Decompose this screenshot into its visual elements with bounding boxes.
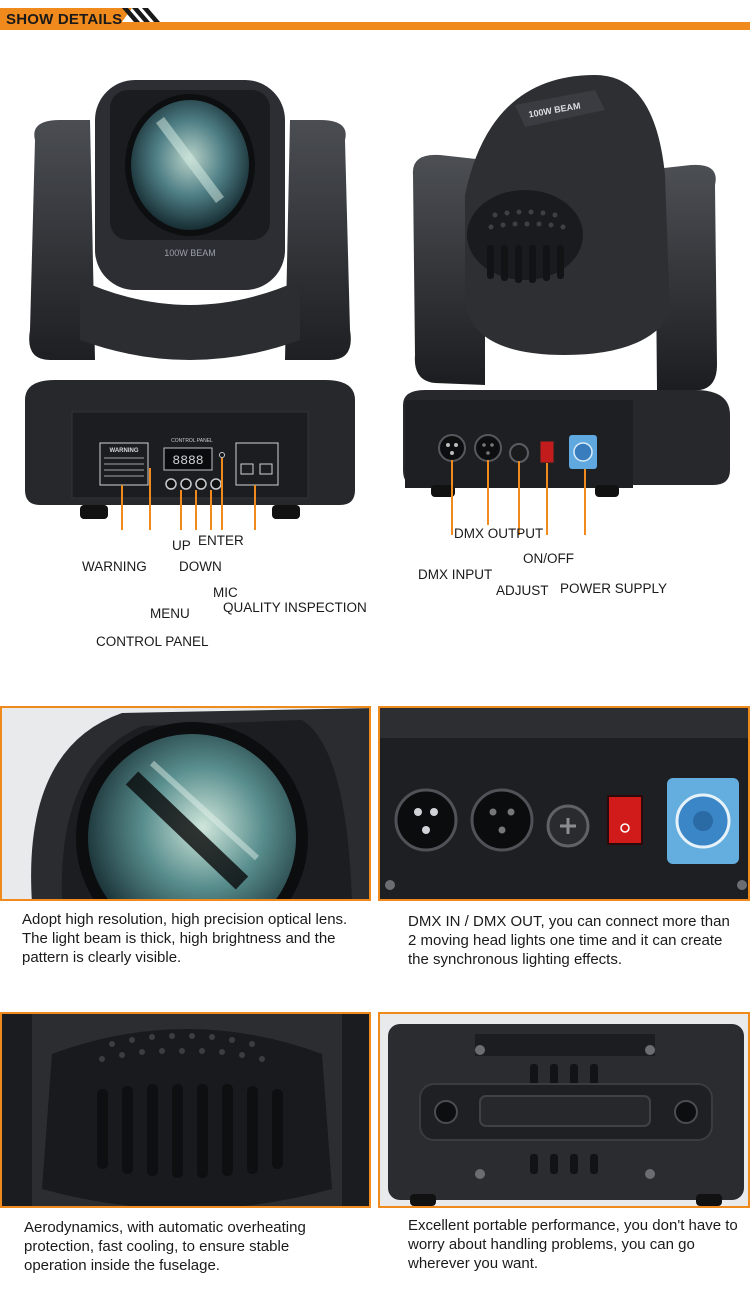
callout-adjust: ADJUST [496,583,549,598]
panel-warning-text: WARNING [110,448,139,454]
callout-warning: WARNING [82,559,147,574]
cooling-vents-graphic [2,1014,369,1206]
callout-power-supply: POWER SUPPLY [560,581,668,596]
lens-closeup-graphic [2,708,369,899]
header-tab [0,8,132,30]
header-rule [0,22,750,30]
connectors-closeup-graphic [380,708,748,899]
led-display: 8888 [172,453,203,468]
head-label: 100W BEAM [164,248,216,258]
feature-connectors-caption: DMX IN / DMX OUT, you can connect more t… [408,913,730,968]
callout-on-off: ON/OFF [523,551,574,566]
header-stripes-decoration [122,8,160,22]
feature-lens-image [0,706,371,901]
callout-control-panel: CONTROL PANEL [96,634,209,649]
callout-dmx-input: DMX INPUT [418,567,493,582]
feature-cooling-image [0,1012,371,1208]
carry-handle-graphic [380,1014,748,1206]
feature-handle-image [378,1012,750,1208]
front-view-fixture-image: 100W BEAM WARNING CONTROL PANEL 8888 [25,80,355,530]
feature-cooling-caption: Aerodynamics, with automatic overheating… [24,1219,306,1274]
callout-dmx-output: DMX OUTPUT [454,526,544,541]
callout-down: DOWN [179,559,222,574]
callout-menu: MENU [150,606,190,621]
feature-connectors-image [378,706,750,901]
callout-mic: MIC [213,585,238,600]
callout-quality-inspection: QUALITY INSPECTION [223,600,367,615]
callout-enter: ENTER [198,533,244,548]
section-title: SHOW DETAILS [6,11,123,28]
feature-lens-caption: Adopt high resolution, high precision op… [22,911,348,966]
control-panel-caption: CONTROL PANEL [171,438,213,444]
back-view-fixture-image: 100W BEAM [403,75,730,535]
callout-up: UP [172,538,191,553]
feature-handle-caption: Excellent portable performance, you don'… [408,1217,738,1272]
